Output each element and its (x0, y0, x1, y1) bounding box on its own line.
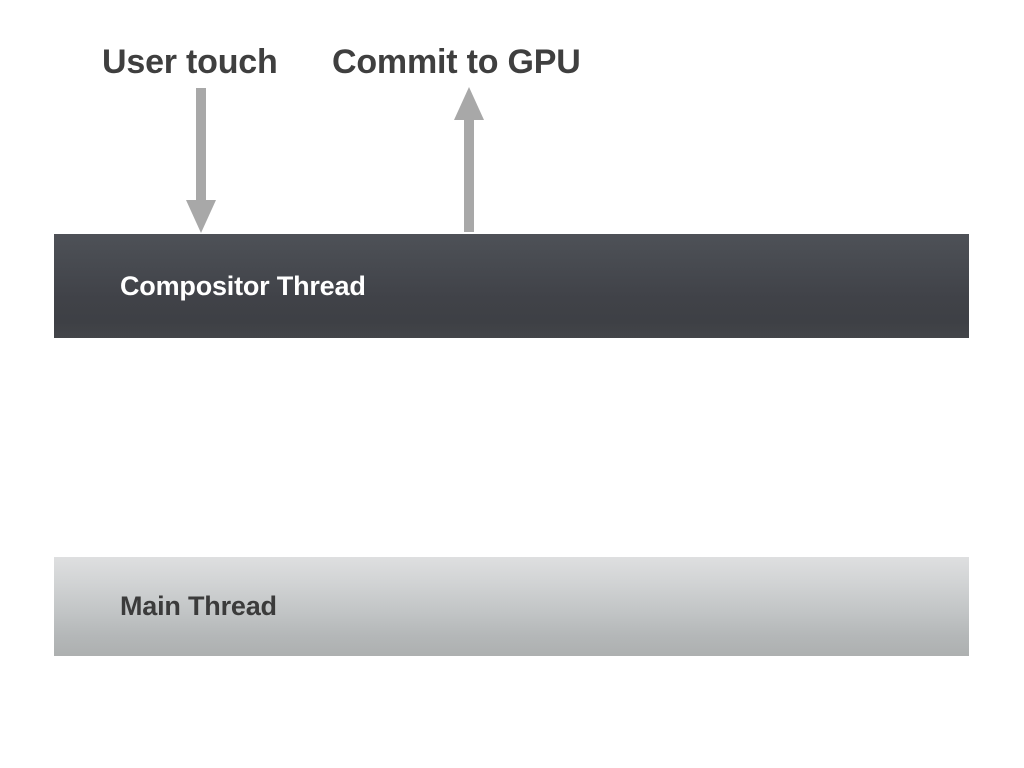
lane-compositor-thread: Compositor Thread (54, 234, 969, 338)
annotation-label-commit-gpu: Commit to GPU (332, 43, 581, 81)
annotation-label-user-touch: User touch (102, 43, 278, 81)
lane-label-compositor-thread: Compositor Thread (120, 270, 366, 301)
lane-label-main-thread: Main Thread (120, 591, 277, 621)
lane-main-thread: Main Thread (54, 557, 969, 656)
arrow-up-icon (449, 86, 489, 232)
arrow-down-icon (181, 88, 221, 234)
